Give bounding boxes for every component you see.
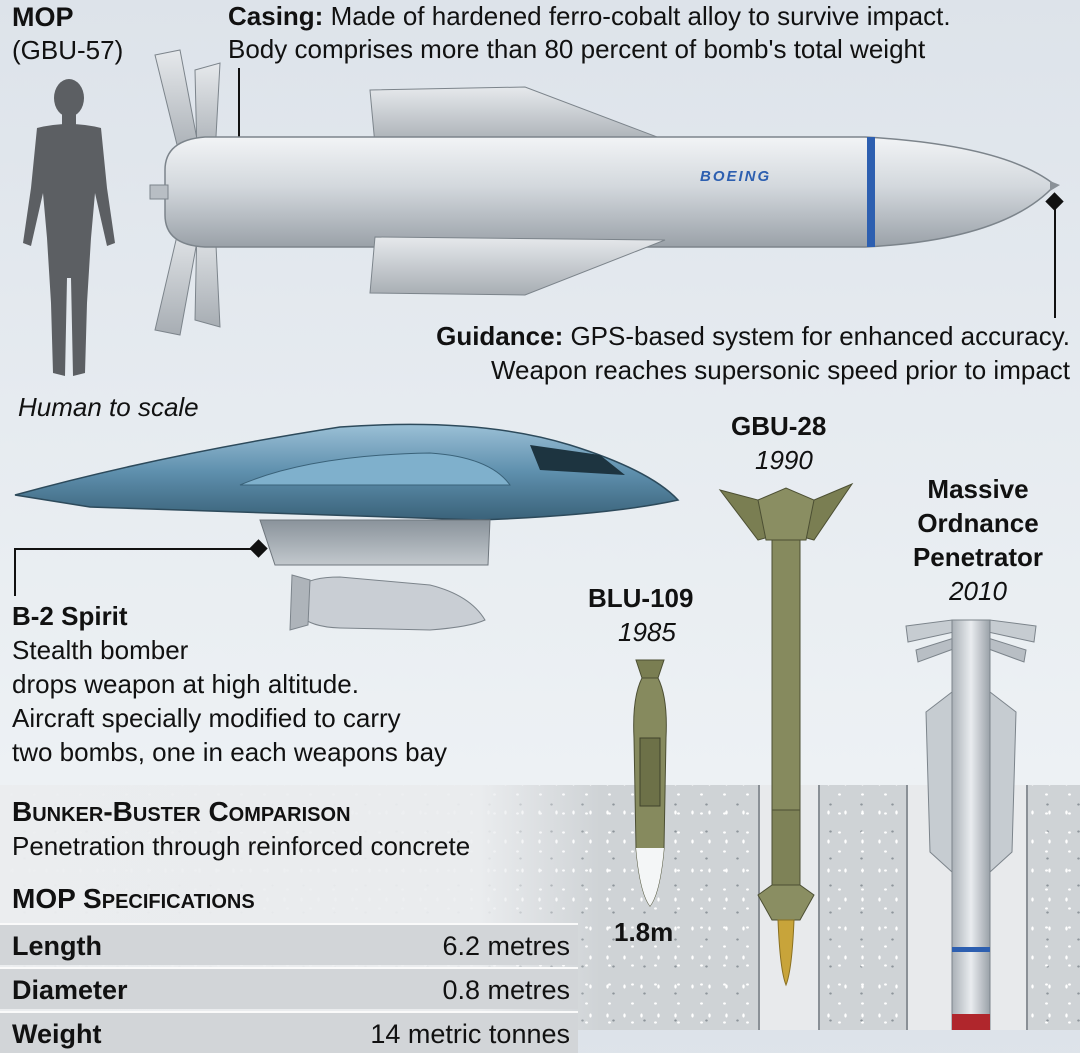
spec-row-length: Length 6.2 metres: [0, 923, 578, 965]
casing-callout: Casing: Made of hardened ferro-cobalt al…: [228, 1, 951, 32]
guidance-line2: Weapon reaches supersonic speed prior to…: [490, 355, 1070, 385]
mop-year: 2010: [949, 576, 1007, 606]
spec-row-weight: Weight 14 metric tonnes: [0, 1011, 578, 1053]
spec-label: Weight: [12, 1019, 102, 1049]
mop-designation: (GBU-57): [12, 35, 124, 65]
specs-title: MOP Specifications: [12, 883, 255, 914]
spec-value: 14 metric tonnes: [370, 1019, 570, 1049]
b2-bomber-illustration: [14, 423, 680, 631]
mop-name-line1: Massive: [927, 474, 1029, 504]
blu109-year: 1985: [618, 617, 676, 647]
mop-name-line2: Ordnance: [917, 508, 1039, 538]
b2-line-4: two bombs, one in each weapons bay: [12, 737, 448, 767]
spec-row-diameter: Diameter 0.8 metres: [0, 967, 578, 1009]
guidance-leader-line: [1054, 200, 1056, 318]
mop-name-line3: Penetrator: [912, 542, 1044, 572]
mop-vertical-bomb: [905, 619, 1037, 1030]
casing-leader-line: [238, 68, 240, 180]
casing-line1: Made of hardened ferro-cobalt alloy to s…: [323, 1, 951, 31]
spec-value: 0.8 metres: [442, 975, 570, 1005]
blu109-name: BLU-109: [588, 583, 694, 613]
comparison-title: Bunker-Buster Comparison: [12, 796, 351, 827]
b2-line-3: Aircraft specially modified to carry: [12, 703, 401, 733]
casing-label: Casing:: [228, 1, 324, 31]
spec-value: 6.2 metres: [442, 931, 570, 961]
gbu28-bomb: [718, 482, 854, 987]
guidance-label: Guidance:: [436, 321, 564, 351]
blu109-bomb: [633, 659, 667, 907]
spec-label: Length: [12, 931, 102, 961]
boeing-logo: BOEING: [700, 168, 772, 185]
guidance-callout: Guidance: GPS-based system for enhanced …: [436, 321, 1070, 352]
human-caption: Human to scale: [18, 392, 199, 422]
gbu28-name: GBU-28: [731, 411, 827, 441]
guidance-line1: GPS-based system for enhanced accuracy.: [563, 321, 1070, 351]
gbu28-year: 1990: [755, 445, 813, 475]
b2-leader-line-h: [14, 548, 258, 550]
mop-title: MOP: [12, 2, 74, 32]
depth-label: 1.8m: [614, 917, 674, 947]
b2-line-1: Stealth bomber: [12, 635, 189, 665]
b2-leader-line-v: [14, 548, 16, 596]
b2-title: B-2 Spirit: [12, 601, 128, 631]
b2-line-2: drops weapon at high altitude.: [12, 669, 359, 699]
human-silhouette: [23, 79, 115, 376]
casing-line2: Body comprises more than 80 percent of b…: [228, 34, 926, 64]
comparison-subtitle: Penetration through reinforced concrete: [12, 831, 471, 861]
spec-label: Diameter: [12, 975, 128, 1005]
mop-bomb-illustration: [149, 49, 1060, 336]
